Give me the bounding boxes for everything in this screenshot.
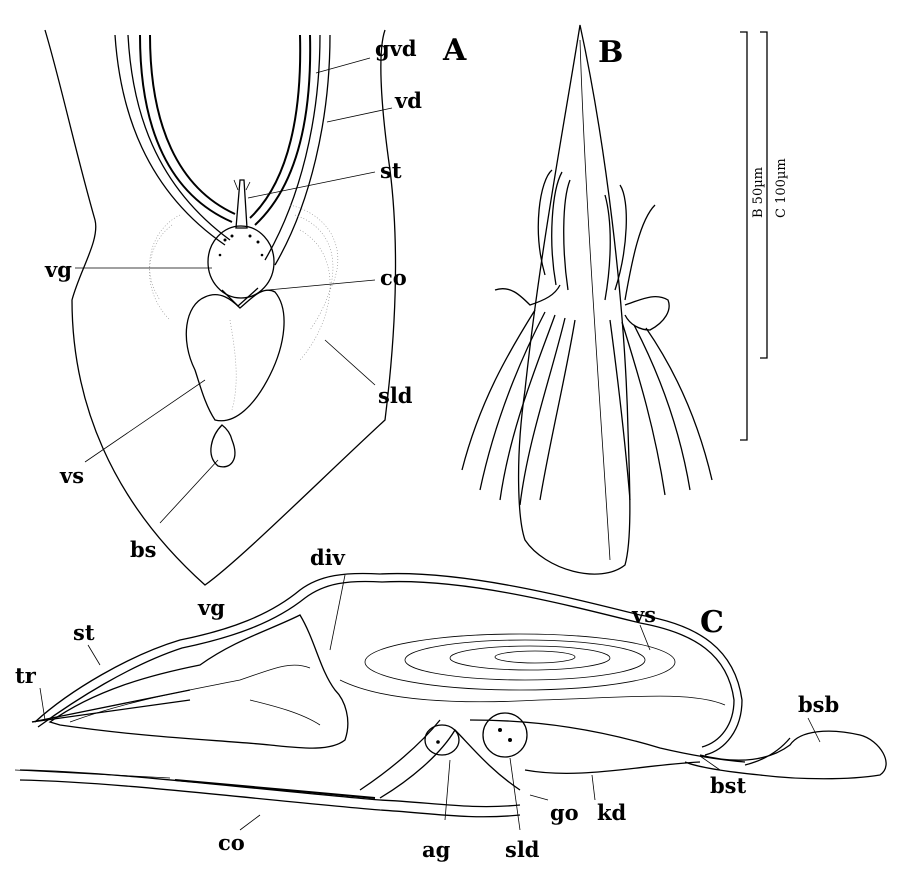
label-a-vd: vd xyxy=(394,88,422,113)
label-a-co: co xyxy=(380,265,407,290)
label-a-sld: sld xyxy=(378,383,413,408)
panel-c-drawing xyxy=(14,572,887,831)
scale-label-c: C 100µm xyxy=(774,158,789,218)
panel-a-drawing xyxy=(44,29,397,586)
scale-bars xyxy=(740,31,768,441)
label-c-ag: ag xyxy=(422,837,451,862)
label-c-bsb: bsb xyxy=(798,692,839,717)
label-c-div: div xyxy=(310,545,346,570)
label-a-vg: vg xyxy=(44,257,72,282)
label-a-st: st xyxy=(380,158,402,183)
label-c-st: st xyxy=(73,620,95,645)
label-c-sld: sld xyxy=(505,837,540,862)
panel-b-drawing xyxy=(461,24,713,575)
label-c-go: go xyxy=(550,800,579,825)
label-c-bst: bst xyxy=(710,773,747,798)
label-a-vs: vs xyxy=(59,463,84,488)
label-a-bs: bs xyxy=(130,537,157,562)
label-c-tr: tr xyxy=(15,663,37,688)
panel-c-label: C xyxy=(700,605,724,640)
label-c-vg: vg xyxy=(197,595,225,620)
label-c-vs: vs xyxy=(631,602,656,627)
panel-a-label: A xyxy=(442,33,467,68)
label-a-gvd: gvd xyxy=(375,36,417,61)
label-c-kd: kd xyxy=(597,800,627,825)
label-c-co: co xyxy=(218,830,245,855)
panel-b-label: B xyxy=(598,35,623,70)
scale-label-b: B 50µm xyxy=(751,167,766,218)
